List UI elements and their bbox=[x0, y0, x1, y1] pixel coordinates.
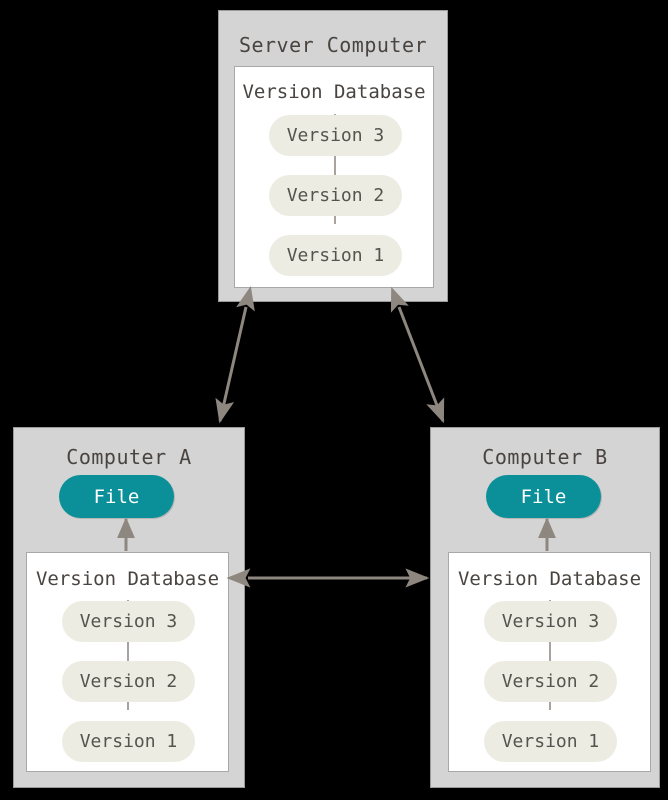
computer-b-file-pill: File bbox=[486, 475, 601, 518]
server-computer-title: Server Computer bbox=[238, 33, 428, 57]
computer-a-version-pill-1: Version 1 bbox=[62, 721, 195, 762]
computer-a-version-database-box: Version Database Version 3 Version 2 Ver… bbox=[26, 552, 229, 772]
server-version-pill-1: Version 1 bbox=[269, 235, 402, 276]
computer-b-version-pill-3: Version 3 bbox=[484, 601, 617, 642]
server-version-pill-3: Version 3 bbox=[269, 115, 402, 156]
computer-b-box: Computer B File Version Database Version… bbox=[430, 427, 660, 788]
arrow-server-to-computer-b bbox=[390, 286, 445, 424]
computer-a-box: Computer A File Version Database Version… bbox=[13, 427, 245, 788]
computer-a-version-pill-2: Version 2 bbox=[62, 661, 195, 702]
computer-a-title: Computer A bbox=[66, 445, 192, 469]
computer-b-pill-connector-3-2 bbox=[549, 600, 551, 710]
computer-b-version-database-title: Version Database bbox=[457, 568, 642, 590]
computer-a-pill-connector-3-2 bbox=[127, 600, 129, 710]
computer-b-title: Computer B bbox=[482, 445, 608, 469]
server-version-database-title: Version Database bbox=[242, 81, 426, 103]
computer-b-version-pill-1: Version 1 bbox=[484, 721, 617, 762]
computer-a-version-database-title: Version Database bbox=[35, 568, 220, 590]
computer-b-version-database-box: Version Database Version 3 Version 2 Ver… bbox=[448, 552, 651, 772]
server-computer-box: Server Computer Version Database Version… bbox=[218, 10, 448, 302]
computer-b-version-pill-2: Version 2 bbox=[484, 661, 617, 702]
server-pill-connector-3-2 bbox=[334, 114, 336, 224]
arrow-server-to-computer-a bbox=[215, 285, 255, 424]
computer-a-version-pill-3: Version 3 bbox=[62, 601, 195, 642]
server-version-database-box: Version Database Version 3 Version 2 Ver… bbox=[234, 66, 434, 288]
server-version-pill-2: Version 2 bbox=[269, 175, 402, 216]
computer-a-file-pill: File bbox=[59, 475, 174, 518]
